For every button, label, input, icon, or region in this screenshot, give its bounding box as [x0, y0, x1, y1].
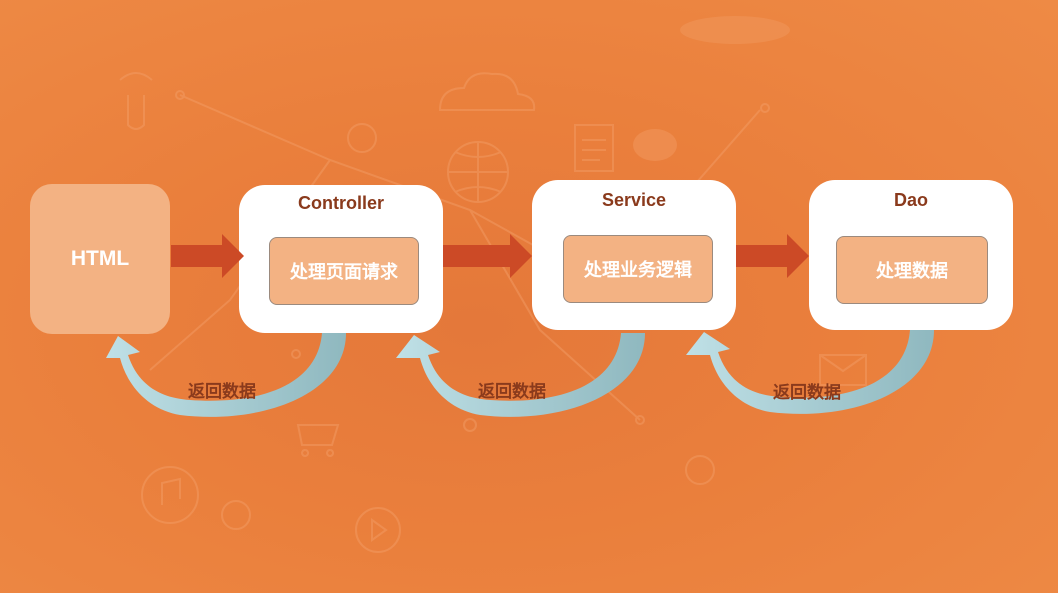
service-task: 处理业务逻辑 — [563, 235, 713, 303]
bulb-icon-2 — [221, 500, 251, 530]
dao-title: Dao — [893, 190, 928, 210]
forward-arrow-service-to-dao — [736, 234, 809, 278]
return-arrow-service-to-controller — [396, 333, 645, 417]
html-label: HTML — [70, 247, 130, 270]
bulb-icon — [685, 455, 715, 485]
person-icon — [347, 123, 377, 153]
controller-title: Controller — [297, 193, 384, 213]
globe-icon — [447, 141, 509, 203]
music-icon — [141, 466, 199, 524]
play-icon — [355, 507, 401, 553]
microphone-icon — [119, 72, 153, 130]
return-label-2: 返回数据 — [478, 382, 546, 402]
document-icon — [574, 124, 614, 172]
dao-task: 处理数据 — [836, 236, 988, 304]
return-label-1: 返回数据 — [188, 382, 256, 402]
return-arrow-controller-to-html — [106, 333, 346, 417]
return-label-3: 返回数据 — [773, 383, 841, 403]
service-title: Service — [601, 190, 667, 210]
mail-icon — [819, 354, 867, 386]
forward-arrow-html-to-controller — [171, 234, 244, 278]
return-arrow-dao-to-service — [686, 330, 934, 414]
controller-task: 处理页面请求 — [269, 237, 419, 305]
html-node: HTML — [30, 184, 170, 334]
controller-node: Controller 处理页面请求 — [239, 185, 443, 333]
forward-arrow-controller-to-service — [443, 234, 532, 278]
cloud-icon — [438, 72, 536, 111]
service-node: Service 处理业务逻辑 — [532, 180, 736, 330]
cart-icon — [296, 424, 340, 457]
dao-node: Dao 处理数据 — [809, 180, 1013, 330]
